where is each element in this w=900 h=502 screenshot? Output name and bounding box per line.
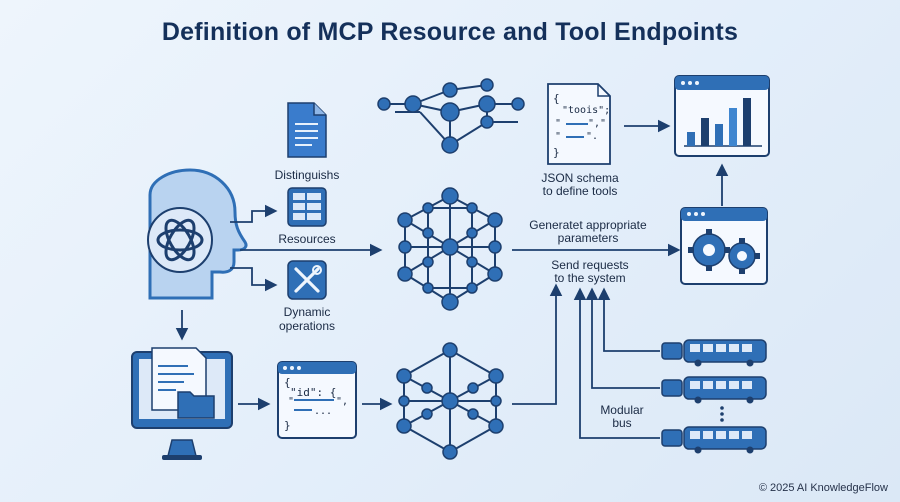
label-dynamic: Dynamic — [283, 305, 331, 319]
label-define-tools: to define tools — [542, 184, 618, 198]
head-to-document-arrow — [230, 204, 278, 223]
code-id-open: { — [284, 376, 291, 389]
label-resources: Resources — [278, 232, 336, 246]
code-id-line2: " — [288, 396, 295, 407]
bus-line-1 — [597, 287, 660, 352]
brain-head-icon — [147, 168, 248, 300]
ellipsis-dots — [720, 406, 724, 422]
label-to-system: to the system — [554, 271, 626, 285]
code-window-icon — [277, 361, 357, 439]
label-distinguishes: Distinguishs — [274, 168, 340, 182]
table-icon — [287, 187, 327, 227]
code-id-line3: ... — [314, 406, 333, 417]
pipeline-graph-top-nodes — [377, 78, 525, 154]
json-schema-icon — [547, 83, 611, 165]
network-graph-icon — [397, 187, 503, 311]
label-operations: operations — [278, 319, 336, 333]
code-id-line2-end: ", — [336, 396, 349, 407]
code-tools-key: "toois"; — [562, 105, 611, 116]
gears-window-icon — [680, 207, 768, 285]
code-brace-close: } — [553, 146, 560, 159]
tools-icon — [287, 260, 327, 300]
code-tools-line2-b: "," — [588, 118, 607, 129]
bus-icon — [661, 426, 767, 454]
label-modular: Modular — [600, 403, 644, 417]
monitor-folder-icon — [131, 347, 233, 460]
code-id-close: } — [284, 419, 291, 432]
bus-icon — [661, 376, 767, 404]
code-tools-line3-a: " — [555, 131, 562, 142]
code-id-key: "id": { — [290, 386, 337, 399]
label-send-requests: Send requests — [551, 258, 629, 272]
network-graph-bottom — [396, 342, 504, 460]
bottom-network-to-system-arrow — [512, 283, 563, 405]
label-parameters: parameters — [557, 231, 619, 245]
label-bus: bus — [612, 416, 632, 430]
label-generate: Generatet appropriate — [529, 218, 647, 232]
document-icon — [287, 102, 327, 158]
chart-window-icon — [674, 75, 770, 157]
bus-line-2 — [585, 287, 660, 389]
code-tools-line2-a: " — [555, 118, 562, 129]
head-to-tools-arrow — [230, 267, 278, 292]
bus-icon — [661, 339, 767, 367]
label-json-schema: JSON schema — [541, 171, 619, 185]
code-tools-line3-b: ". — [586, 131, 599, 142]
copyright-footer: © 2025 AI KnowledgeFlow — [758, 482, 888, 494]
code-brace-open: { — [553, 92, 560, 105]
bus-line-3 — [573, 287, 660, 439]
page-title: Definition of MCP Resource and Tool Endp… — [161, 18, 739, 46]
